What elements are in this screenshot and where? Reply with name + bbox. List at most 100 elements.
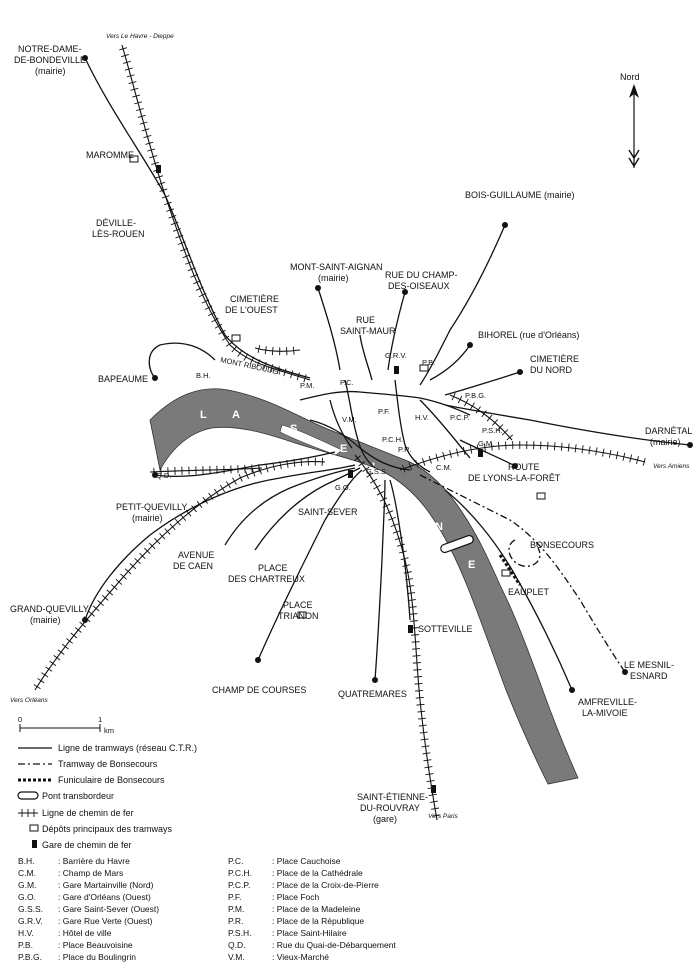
- railway-tie: [41, 672, 49, 678]
- railway-ties: [354, 455, 441, 817]
- north-label: Nord: [620, 72, 640, 82]
- tram-city-loop-6: [329, 399, 353, 449]
- place-avenue-caen: DE CAEN: [173, 561, 213, 571]
- railway-tie: [483, 443, 486, 452]
- scale-bar: 0 1 km: [18, 715, 114, 735]
- station-marker: [408, 625, 413, 633]
- abbr-pm: P.M.: [300, 381, 314, 390]
- tram-city-loop-5: [419, 399, 471, 459]
- railway-tie: [225, 481, 231, 489]
- tram-depots: [129, 155, 546, 619]
- railway-tie: [151, 161, 160, 166]
- railway-tie: [379, 497, 388, 502]
- railway-tie: [292, 346, 295, 355]
- abbr-value: : Vieux-Marché: [272, 952, 329, 962]
- terminus-dot: [152, 375, 158, 381]
- place-amfreville: LA-MIVOIE: [582, 708, 628, 718]
- river-letter: S: [290, 423, 297, 435]
- tram-quatremares: [374, 479, 386, 681]
- abbr-hv: H.V.: [415, 413, 429, 422]
- railway-tie: [126, 74, 135, 78]
- railway-tie: [411, 641, 420, 643]
- railway-tie: [139, 121, 148, 125]
- abbr-key: B.H.: [18, 856, 35, 866]
- abbr-key: P.F.: [228, 892, 242, 902]
- depot-marker: [536, 492, 546, 500]
- abbr-value: : Place de la Madeleine: [272, 904, 361, 914]
- place-mesnil: LE MESNIL-: [624, 660, 674, 670]
- railway-tie: [409, 613, 418, 615]
- abbr-key: P.S.H.: [228, 928, 251, 938]
- railway-tie: [272, 462, 276, 471]
- place-petit-quevilly: (mairie): [132, 513, 163, 523]
- railway-tie: [163, 201, 172, 206]
- railway-tie: [354, 455, 361, 461]
- terminus-dot: [622, 669, 628, 675]
- terminus-dot: [82, 617, 88, 623]
- railway-tie: [426, 779, 435, 783]
- railway-tie: [145, 141, 154, 145]
- legend: Ligne de tramways (réseau C.T.R.) Tramwa…: [17, 743, 197, 850]
- abbr-pb: P.B.: [422, 358, 435, 367]
- railway-lines: [33, 44, 646, 821]
- railway-tie: [424, 766, 433, 769]
- railway-tie: [409, 620, 418, 622]
- station-marker: [478, 449, 483, 457]
- terminus-dot: [402, 289, 408, 295]
- railway-tie: [218, 329, 226, 335]
- railway-tie: [129, 563, 137, 570]
- scale-unit: km: [104, 726, 114, 735]
- place-bapeaume: BAPEAUME: [98, 374, 148, 384]
- tram-sotteville: [389, 479, 411, 621]
- railway-tie: [469, 402, 475, 410]
- tram-city-loop-3: [344, 379, 376, 469]
- railway-tie: [428, 455, 432, 464]
- railway-tie: [238, 473, 243, 482]
- river-letter: L: [200, 409, 207, 421]
- railway-tie: [232, 477, 237, 485]
- railway-tie: [296, 372, 300, 381]
- terminus-dot: [372, 677, 378, 683]
- abbr-value: : Gare Saint-Sever (Ouest): [58, 904, 159, 914]
- abbr-pbg: P.B.G.: [465, 391, 486, 400]
- place-saint-etienne: DU-ROUVRAY: [360, 803, 420, 813]
- railway-tie: [214, 488, 220, 496]
- river-island: [279, 424, 343, 456]
- railway-tie: [101, 594, 109, 601]
- railway-ties: [33, 457, 323, 690]
- railway-tie: [481, 410, 487, 418]
- railway-tie: [276, 366, 280, 375]
- tram-city-loop-1: [299, 390, 471, 416]
- abbr-qd: Q.D.: [156, 471, 171, 480]
- railway-tie: [506, 434, 514, 441]
- tram-route-lyons: [459, 439, 516, 467]
- terminus-dot: [82, 55, 88, 61]
- railway-tie: [498, 441, 500, 450]
- railway-tie: [290, 370, 294, 379]
- direction-paris: Vers Paris: [428, 813, 458, 820]
- railway-tie: [457, 395, 463, 404]
- place-bois-guillaume: BOIS-GUILLAUME (mairie): [465, 190, 575, 200]
- railway-tie: [251, 468, 256, 477]
- railway-tie: [132, 94, 141, 98]
- abbr-pcp: P.C.P.: [450, 413, 470, 422]
- railway-tie: [174, 518, 181, 526]
- railway-tie: [170, 221, 179, 226]
- railway-tie: [135, 108, 144, 112]
- railway-tie: [432, 814, 441, 817]
- place-rue-champ: DES-OISEAUX: [388, 281, 450, 291]
- legend-item: Ligne de chemin de fer: [42, 808, 134, 818]
- abbr-value: : Rue du Quai-de-Débarquement: [272, 940, 396, 950]
- railway-tie: [486, 414, 493, 422]
- place-mont-saint-aignan: MONT-SAINT-AIGNAN: [290, 262, 383, 272]
- railway-tie: [362, 466, 370, 472]
- legend-item: Ligne de tramways (réseau C.T.R.): [58, 743, 197, 753]
- abbr-value: : Gare Martainville (Nord): [58, 880, 154, 890]
- terminus-dot: [467, 342, 473, 348]
- place-mont-riboudet: MONT RIBOUDET: [220, 355, 284, 377]
- railway-tie: [137, 114, 146, 118]
- place-mesnil: ESNARD: [630, 671, 668, 681]
- abbr-key: P.B.: [18, 940, 33, 950]
- abbr-key: G.M.: [18, 880, 36, 890]
- railway-tie: [124, 67, 133, 71]
